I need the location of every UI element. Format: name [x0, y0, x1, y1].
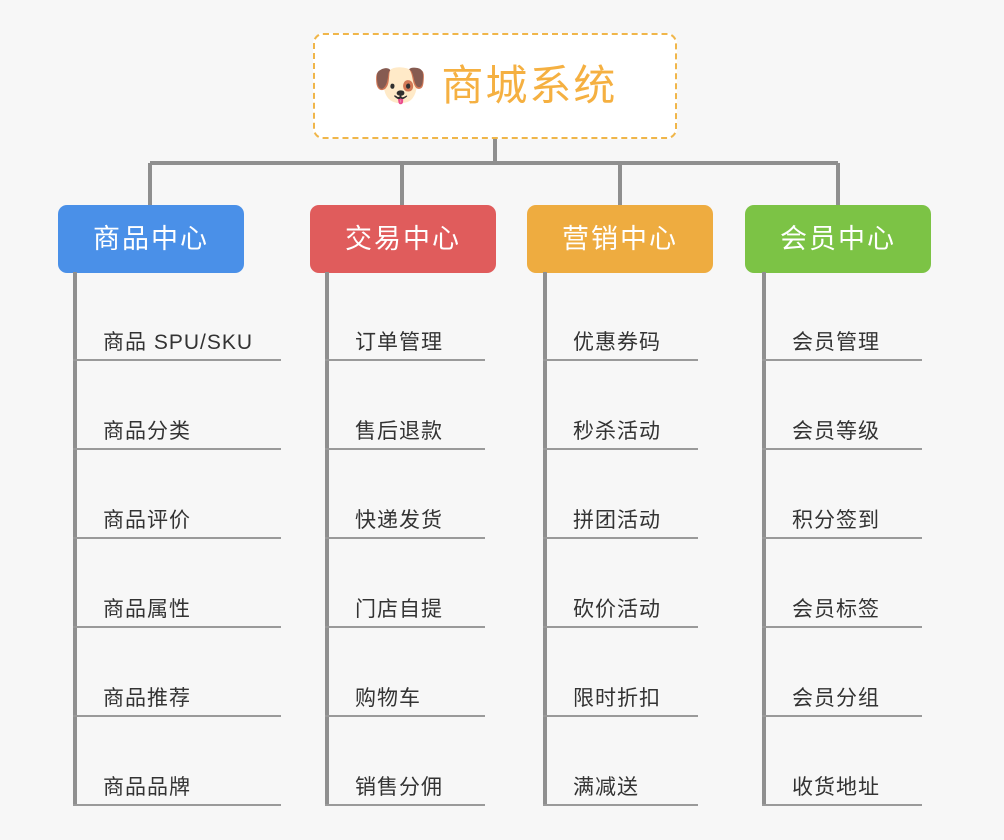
leaf-item[interactable]: 会员标签	[762, 539, 922, 628]
leaf-spine	[325, 272, 329, 806]
leaf-item-label: 商品品牌	[103, 775, 191, 799]
leaf-item[interactable]: 满减送	[543, 717, 698, 806]
leaf-item-label: 满减送	[573, 775, 639, 799]
leaf-item[interactable]: 商品评价	[73, 450, 281, 539]
leaf-item-label: 商品分类	[103, 419, 191, 443]
leaf-item[interactable]: 商品属性	[73, 539, 281, 628]
branch-node-marketing-center[interactable]: 营销中心	[527, 205, 713, 273]
leaf-item[interactable]: 售后退款	[325, 361, 485, 450]
leaf-item-label: 会员等级	[792, 419, 880, 443]
leaf-item-label: 收货地址	[792, 775, 880, 799]
leaf-item[interactable]: 商品分类	[73, 361, 281, 450]
leaf-item[interactable]: 秒杀活动	[543, 361, 698, 450]
branch-node-product-center[interactable]: 商品中心	[58, 205, 244, 273]
branch-node-member-center[interactable]: 会员中心	[745, 205, 931, 273]
leaf-item-label: 会员标签	[792, 597, 880, 621]
leaf-item[interactable]: 商品推荐	[73, 628, 281, 717]
leaf-item-label: 砍价活动	[573, 597, 661, 621]
branch-label: 商品中心	[93, 223, 209, 254]
leaf-item[interactable]: 会员等级	[762, 361, 922, 450]
leaf-item-label: 秒杀活动	[573, 419, 661, 443]
leaf-item[interactable]: 门店自提	[325, 539, 485, 628]
leaf-item[interactable]: 订单管理	[325, 272, 485, 361]
leaf-item[interactable]: 限时折扣	[543, 628, 698, 717]
leaf-item-label: 限时折扣	[573, 686, 661, 710]
leaf-item[interactable]: 会员管理	[762, 272, 922, 361]
branch-label: 营销中心	[562, 223, 678, 254]
leaf-item-label: 订单管理	[355, 330, 443, 354]
leaf-item[interactable]: 会员分组	[762, 628, 922, 717]
leaf-item[interactable]: 快递发货	[325, 450, 485, 539]
leaf-item-label: 优惠券码	[573, 330, 661, 354]
leaf-item[interactable]: 商品 SPU/SKU	[73, 272, 281, 361]
leaf-item-label: 商品推荐	[103, 686, 191, 710]
leaf-item[interactable]: 砍价活动	[543, 539, 698, 628]
leaf-item[interactable]: 商品品牌	[73, 717, 281, 806]
leaf-item-label: 门店自提	[355, 597, 443, 621]
leaf-item[interactable]: 拼团活动	[543, 450, 698, 539]
leaf-item-label: 购物车	[355, 686, 421, 710]
leaf-item[interactable]: 优惠券码	[543, 272, 698, 361]
leaf-item-label: 快递发货	[355, 508, 443, 532]
leaf-item[interactable]: 收货地址	[762, 717, 922, 806]
leaf-item-label: 会员管理	[792, 330, 880, 354]
leaf-item-label: 商品属性	[103, 597, 191, 621]
root-node[interactable]: 🐶 商城系统	[313, 33, 677, 139]
leaf-item-label: 售后退款	[355, 419, 443, 443]
leaf-item[interactable]: 积分签到	[762, 450, 922, 539]
leaf-spine	[543, 272, 547, 806]
leaf-item-label: 拼团活动	[573, 508, 661, 532]
leaf-spine	[762, 272, 766, 806]
branch-label: 交易中心	[345, 223, 461, 254]
leaf-item-label: 积分签到	[792, 508, 880, 532]
dog-face-icon: 🐶	[372, 61, 428, 110]
root-title: 商城系统	[441, 62, 618, 109]
leaf-item-label: 商品 SPU/SKU	[103, 330, 254, 354]
branch-label: 会员中心	[780, 223, 896, 254]
leaf-item-label: 会员分组	[792, 686, 880, 710]
leaf-item[interactable]: 购物车	[325, 628, 485, 717]
branch-node-trade-center[interactable]: 交易中心	[310, 205, 496, 273]
leaf-item[interactable]: 销售分佣	[325, 717, 485, 806]
leaf-item-label: 商品评价	[103, 508, 191, 532]
leaf-spine	[73, 272, 77, 806]
leaf-item-label: 销售分佣	[355, 775, 443, 799]
